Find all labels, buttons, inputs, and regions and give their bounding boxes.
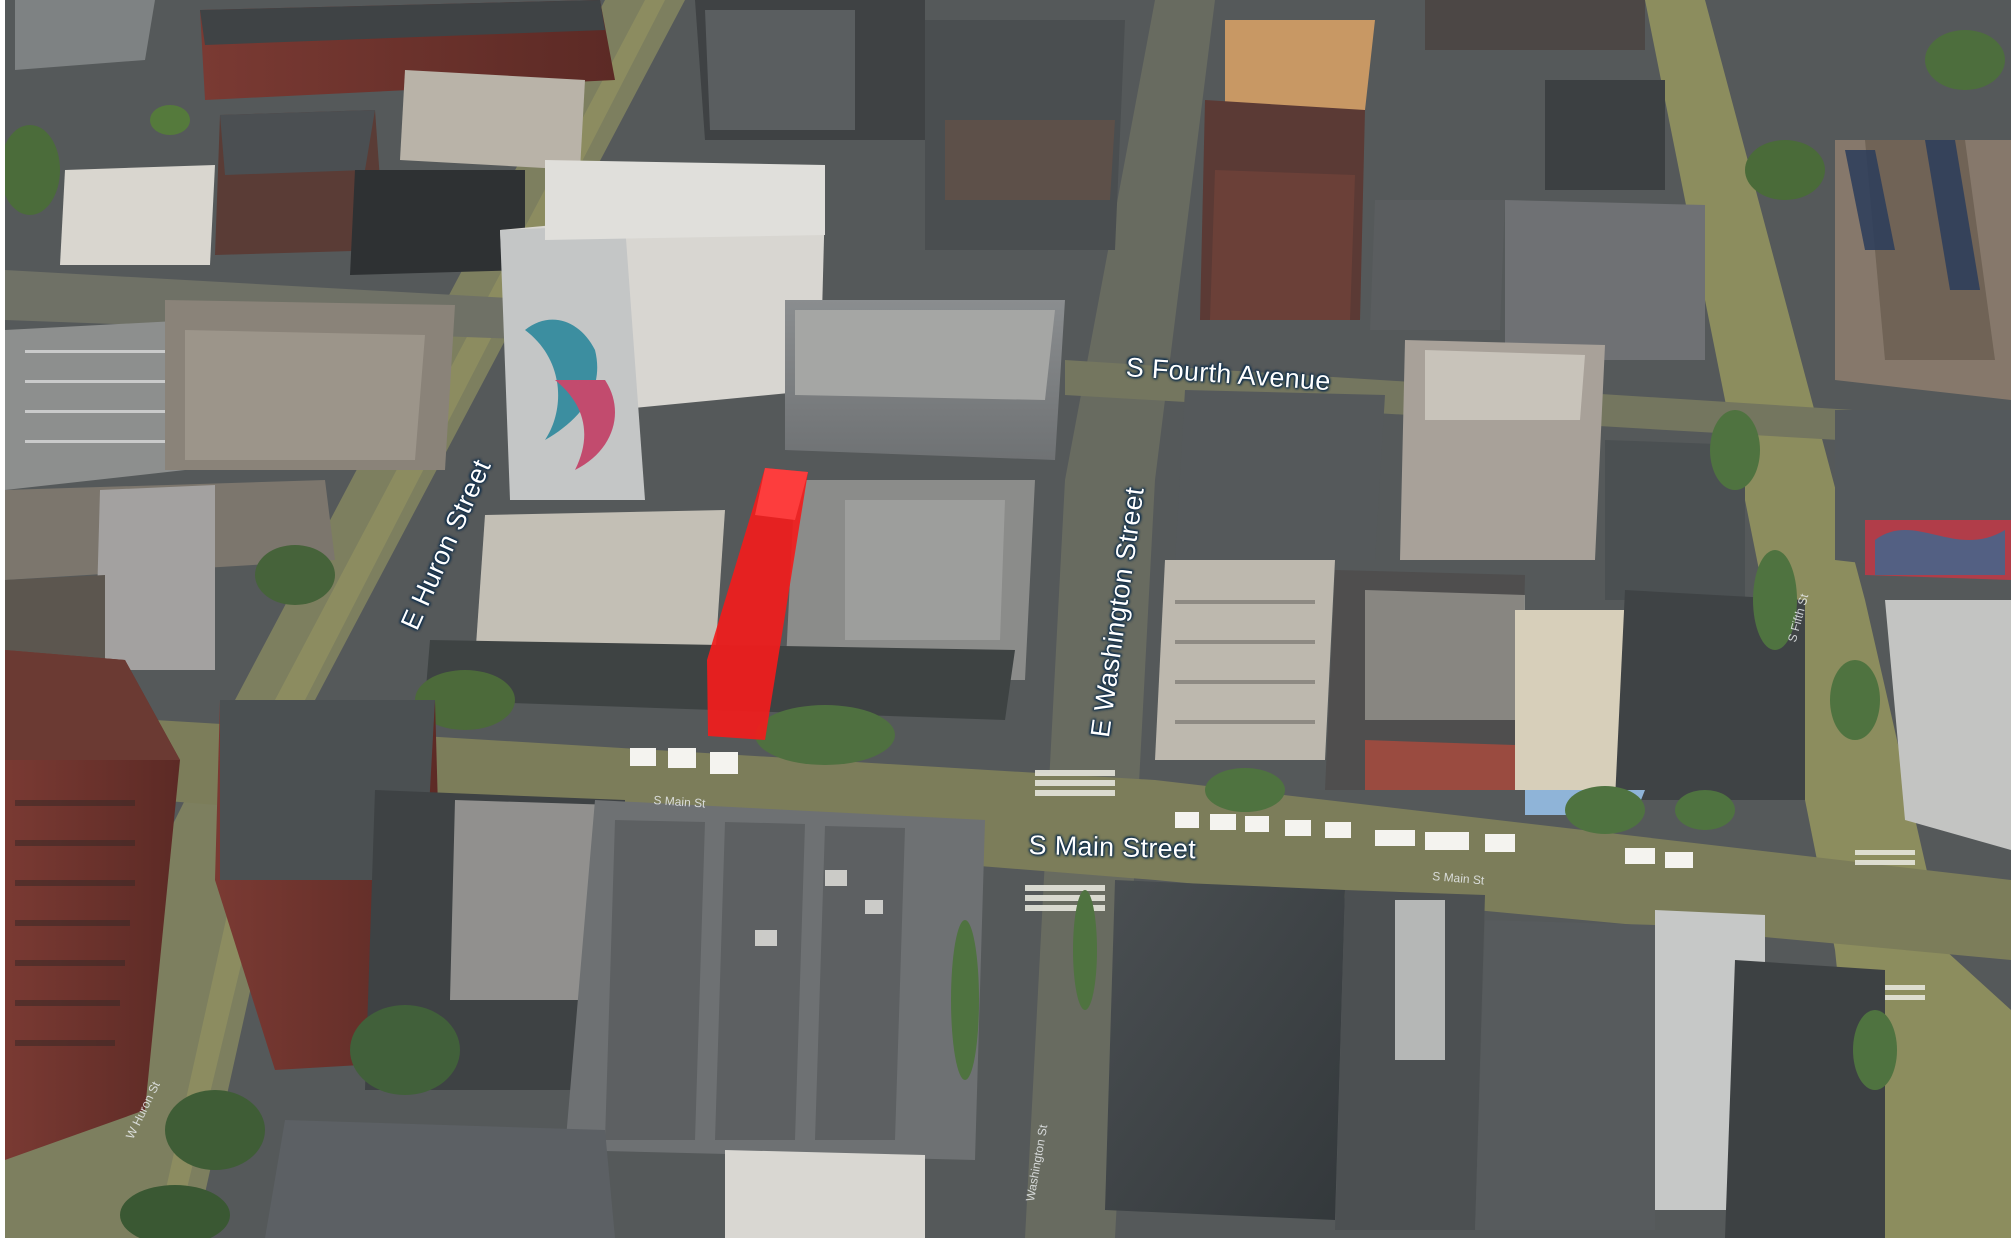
tall-art-deco-building [1155,560,1335,760]
white-roof-building [475,510,725,660]
s-main-street-road [155,720,2011,960]
aerial-map-view[interactable]: S Main St S Main St W Huron St Washingto… [5,0,2011,1238]
e-washington-street-road [1025,0,1215,1238]
aerial-imagery [5,0,2011,1238]
label-s-main-street: S Main Street [1028,830,1197,865]
highlighted-building [707,468,808,740]
